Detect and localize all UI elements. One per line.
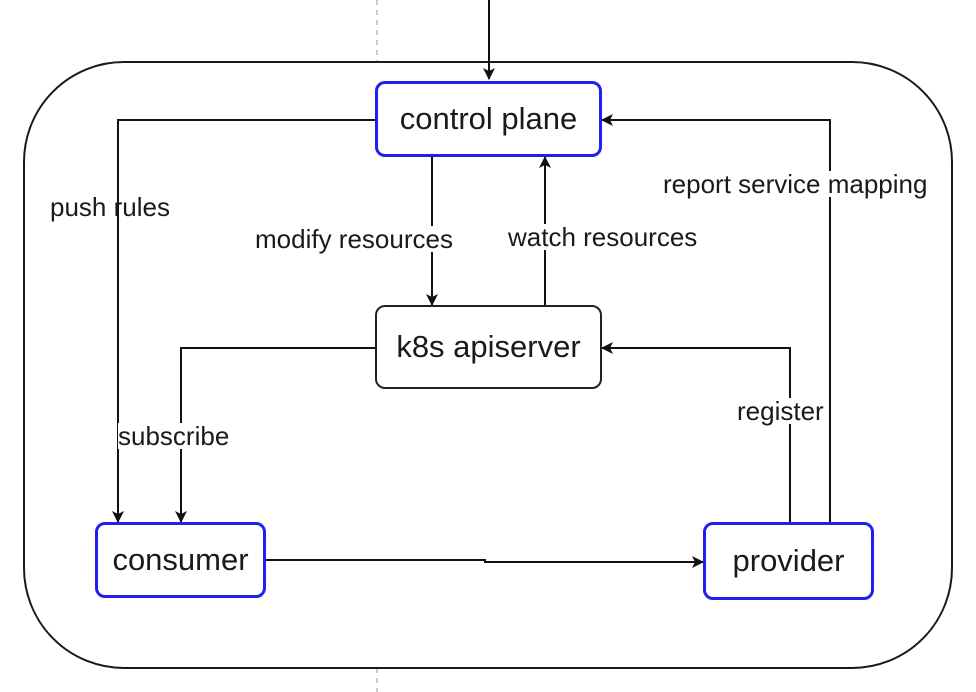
node-control-plane-label: control plane xyxy=(399,101,578,136)
edge-consumer-provider xyxy=(266,556,704,568)
edge-push-rules xyxy=(112,119,375,523)
label-register: register xyxy=(737,396,824,426)
node-provider: provider xyxy=(703,522,874,600)
edge-subscribe xyxy=(175,347,375,523)
node-consumer: consumer xyxy=(95,522,266,598)
label-modify-resources: modify resources xyxy=(255,224,453,254)
label-report-service-mapping: report service mapping xyxy=(663,169,928,199)
node-k8s-apiserver: k8s apiserver xyxy=(375,305,602,389)
node-k8s-apiserver-label: k8s apiserver xyxy=(396,329,581,364)
label-subscribe: subscribe xyxy=(118,421,230,451)
node-provider-label: provider xyxy=(732,543,845,578)
node-consumer-label: consumer xyxy=(112,542,249,577)
label-push-rules: push rules xyxy=(50,192,170,222)
label-watch-resources: watch resources xyxy=(508,222,698,252)
node-control-plane: control plane xyxy=(375,81,602,157)
edge-register xyxy=(601,342,791,522)
edge-report-service-mapping xyxy=(601,114,831,522)
